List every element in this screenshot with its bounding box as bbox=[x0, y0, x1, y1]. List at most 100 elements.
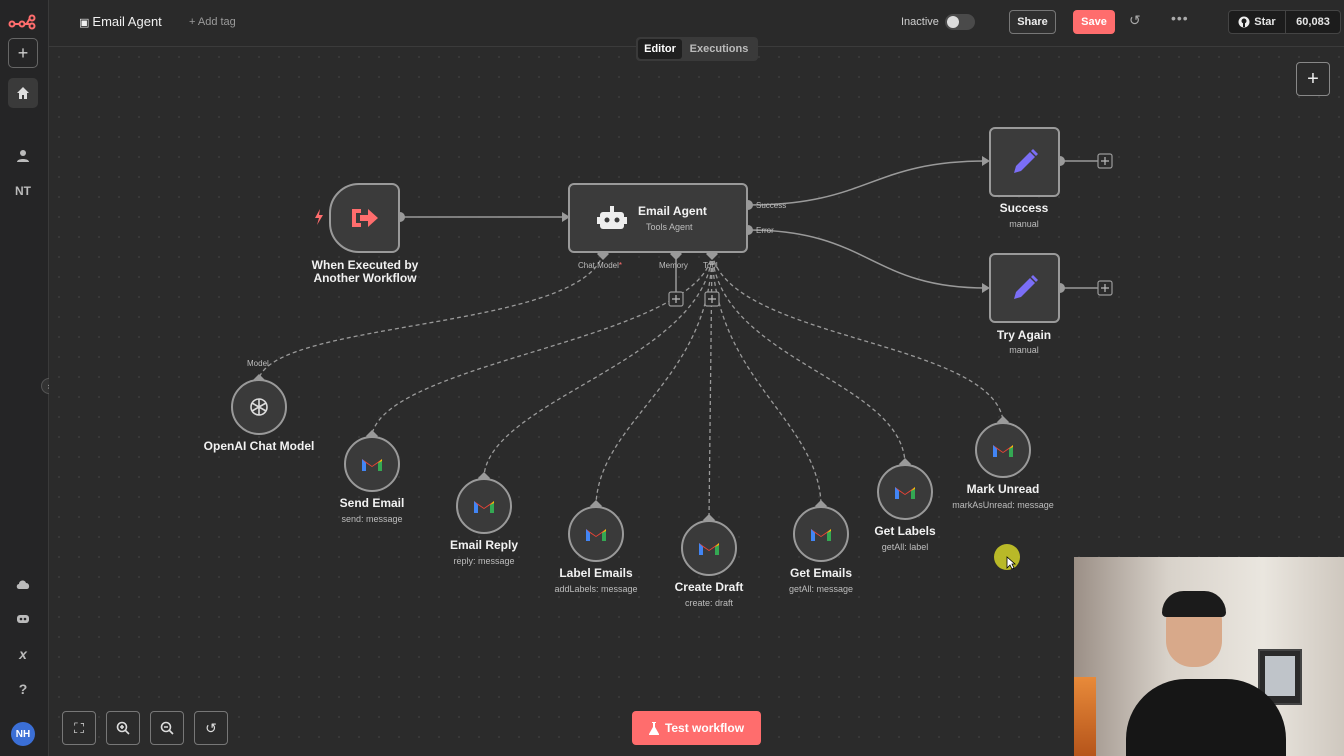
try-again-node[interactable] bbox=[989, 253, 1060, 323]
sidebar-item-home[interactable] bbox=[8, 78, 38, 108]
port-success-in bbox=[982, 156, 990, 166]
zoom-in-icon bbox=[116, 721, 130, 735]
sidebar-item-variables[interactable]: x bbox=[8, 639, 38, 669]
port-label-chat-model-text: Chat Model bbox=[578, 261, 619, 270]
wire-tool-unread bbox=[711, 253, 1004, 421]
avatar[interactable]: NH bbox=[11, 722, 35, 746]
workflow-title[interactable]: ▣Email Agent bbox=[79, 14, 162, 29]
add-workflow-button[interactable]: + bbox=[8, 38, 38, 68]
status-label: Inactive bbox=[901, 16, 939, 28]
openai-label: OpenAI Chat Model bbox=[203, 439, 315, 453]
wire-model bbox=[258, 253, 604, 379]
get-labels-sub: getAll: label bbox=[881, 542, 929, 552]
send-email-node[interactable] bbox=[344, 436, 400, 492]
person-body bbox=[1126, 679, 1286, 756]
sidebar-item-user[interactable] bbox=[8, 141, 38, 171]
tab-editor[interactable]: Editor bbox=[638, 39, 682, 59]
person-hair bbox=[1162, 591, 1226, 617]
label-emails-label: Label Emails bbox=[559, 566, 633, 580]
add-node-button[interactable]: + bbox=[1296, 62, 1330, 96]
sidebar-item-templates[interactable] bbox=[8, 604, 38, 634]
wire-error bbox=[747, 229, 987, 289]
email-reply-node[interactable] bbox=[456, 478, 512, 534]
send-email-sub: send: message bbox=[341, 514, 403, 524]
port-label-memory: Memory bbox=[659, 261, 688, 270]
trigger-label-line1: When Executed by bbox=[311, 258, 419, 272]
sidebar-item-cloud[interactable] bbox=[8, 569, 38, 599]
wire-tool-reply bbox=[483, 253, 713, 477]
fullscreen-icon: ⛶ bbox=[74, 719, 84, 736]
success-node[interactable] bbox=[989, 127, 1060, 197]
agent-title: Email Agent bbox=[638, 204, 707, 218]
port-label-model: Model bbox=[247, 359, 269, 368]
email-agent-node[interactable]: Email Agent Tools Agent bbox=[568, 183, 748, 253]
tab-executions[interactable]: Executions bbox=[689, 43, 749, 55]
success-label: Success bbox=[999, 201, 1049, 215]
email-reply-sub: reply: message bbox=[453, 556, 515, 566]
port-label-tool: Tool bbox=[703, 261, 718, 270]
project-initials: NT bbox=[15, 184, 31, 198]
view-tabs: Editor Executions bbox=[636, 37, 758, 61]
history-icon[interactable]: ↺ bbox=[1129, 12, 1141, 28]
try-again-sub: manual bbox=[1009, 345, 1039, 355]
gmail-icon bbox=[811, 529, 831, 541]
save-button[interactable]: Save bbox=[1073, 10, 1115, 34]
zoom-out-icon bbox=[160, 721, 174, 735]
help-icon: ? bbox=[18, 681, 28, 697]
trigger-label-line2: Another Workflow bbox=[313, 271, 417, 285]
create-draft-sub: create: draft bbox=[684, 598, 734, 608]
plus-icon: + bbox=[17, 42, 29, 63]
openai-icon bbox=[250, 398, 268, 416]
port-label-chat-model: Chat Model* bbox=[578, 261, 622, 270]
port-tryagain-in bbox=[982, 283, 990, 293]
get-emails-node[interactable] bbox=[793, 506, 849, 562]
gmail-icon bbox=[699, 543, 719, 555]
mark-unread-sub: markAsUnread: message bbox=[952, 500, 1054, 510]
fit-view-button[interactable]: ⛶ bbox=[62, 711, 96, 745]
test-workflow-button[interactable]: Test workflow bbox=[632, 711, 761, 745]
create-draft-node[interactable] bbox=[681, 520, 737, 576]
label-emails-node[interactable] bbox=[568, 506, 624, 562]
agent-subtitle: Tools Agent bbox=[646, 222, 693, 232]
mark-unread-label: Mark Unread bbox=[966, 482, 1040, 496]
left-sidebar: + NT x ? NH bbox=[0, 0, 49, 756]
openai-chat-model-node[interactable] bbox=[231, 379, 287, 435]
cloud-icon bbox=[16, 580, 30, 589]
sidebar-item-project[interactable]: NT bbox=[8, 176, 38, 206]
reset-zoom-button[interactable]: ↺ bbox=[194, 711, 228, 745]
port-label-error: Error bbox=[756, 226, 774, 235]
mouse-cursor-icon bbox=[1006, 556, 1016, 570]
toggle-knob bbox=[947, 16, 959, 28]
email-reply-label: Email Reply bbox=[449, 538, 519, 552]
github-icon bbox=[1238, 16, 1250, 28]
more-options-icon[interactable]: ••• bbox=[1171, 10, 1189, 26]
share-button[interactable]: Share bbox=[1009, 10, 1056, 34]
zoom-out-button[interactable] bbox=[150, 711, 184, 745]
port-label-success: Success bbox=[756, 201, 787, 210]
zoom-in-button[interactable] bbox=[106, 711, 140, 745]
gmail-icon bbox=[586, 529, 606, 541]
get-labels-node[interactable] bbox=[877, 464, 933, 520]
success-sub: manual bbox=[1009, 219, 1039, 229]
get-labels-label: Get Labels bbox=[874, 524, 936, 538]
n8n-logo-icon[interactable] bbox=[8, 6, 38, 36]
pencil-icon bbox=[1013, 275, 1038, 299]
get-emails-label: Get Emails bbox=[789, 566, 853, 580]
mark-unread-node[interactable] bbox=[975, 422, 1031, 478]
active-toggle[interactable] bbox=[945, 14, 975, 30]
github-star-button[interactable]: Star 60,083 bbox=[1228, 10, 1341, 34]
trigger-node[interactable] bbox=[329, 183, 400, 253]
github-star-label: Star bbox=[1254, 16, 1276, 28]
wire-success bbox=[747, 160, 987, 206]
sidebar-item-help[interactable]: ? bbox=[8, 674, 38, 704]
get-emails-sub: getAll: message bbox=[788, 584, 854, 594]
trigger-bolt-icon bbox=[315, 209, 323, 225]
add-tag-button[interactable]: + Add tag bbox=[189, 16, 236, 28]
templates-icon bbox=[17, 615, 29, 623]
try-again-label: Try Again bbox=[996, 328, 1052, 342]
gmail-icon bbox=[474, 501, 494, 513]
home-icon bbox=[17, 87, 29, 99]
flask-icon bbox=[648, 721, 659, 735]
gmail-icon bbox=[993, 445, 1013, 457]
required-marker: * bbox=[618, 261, 623, 270]
